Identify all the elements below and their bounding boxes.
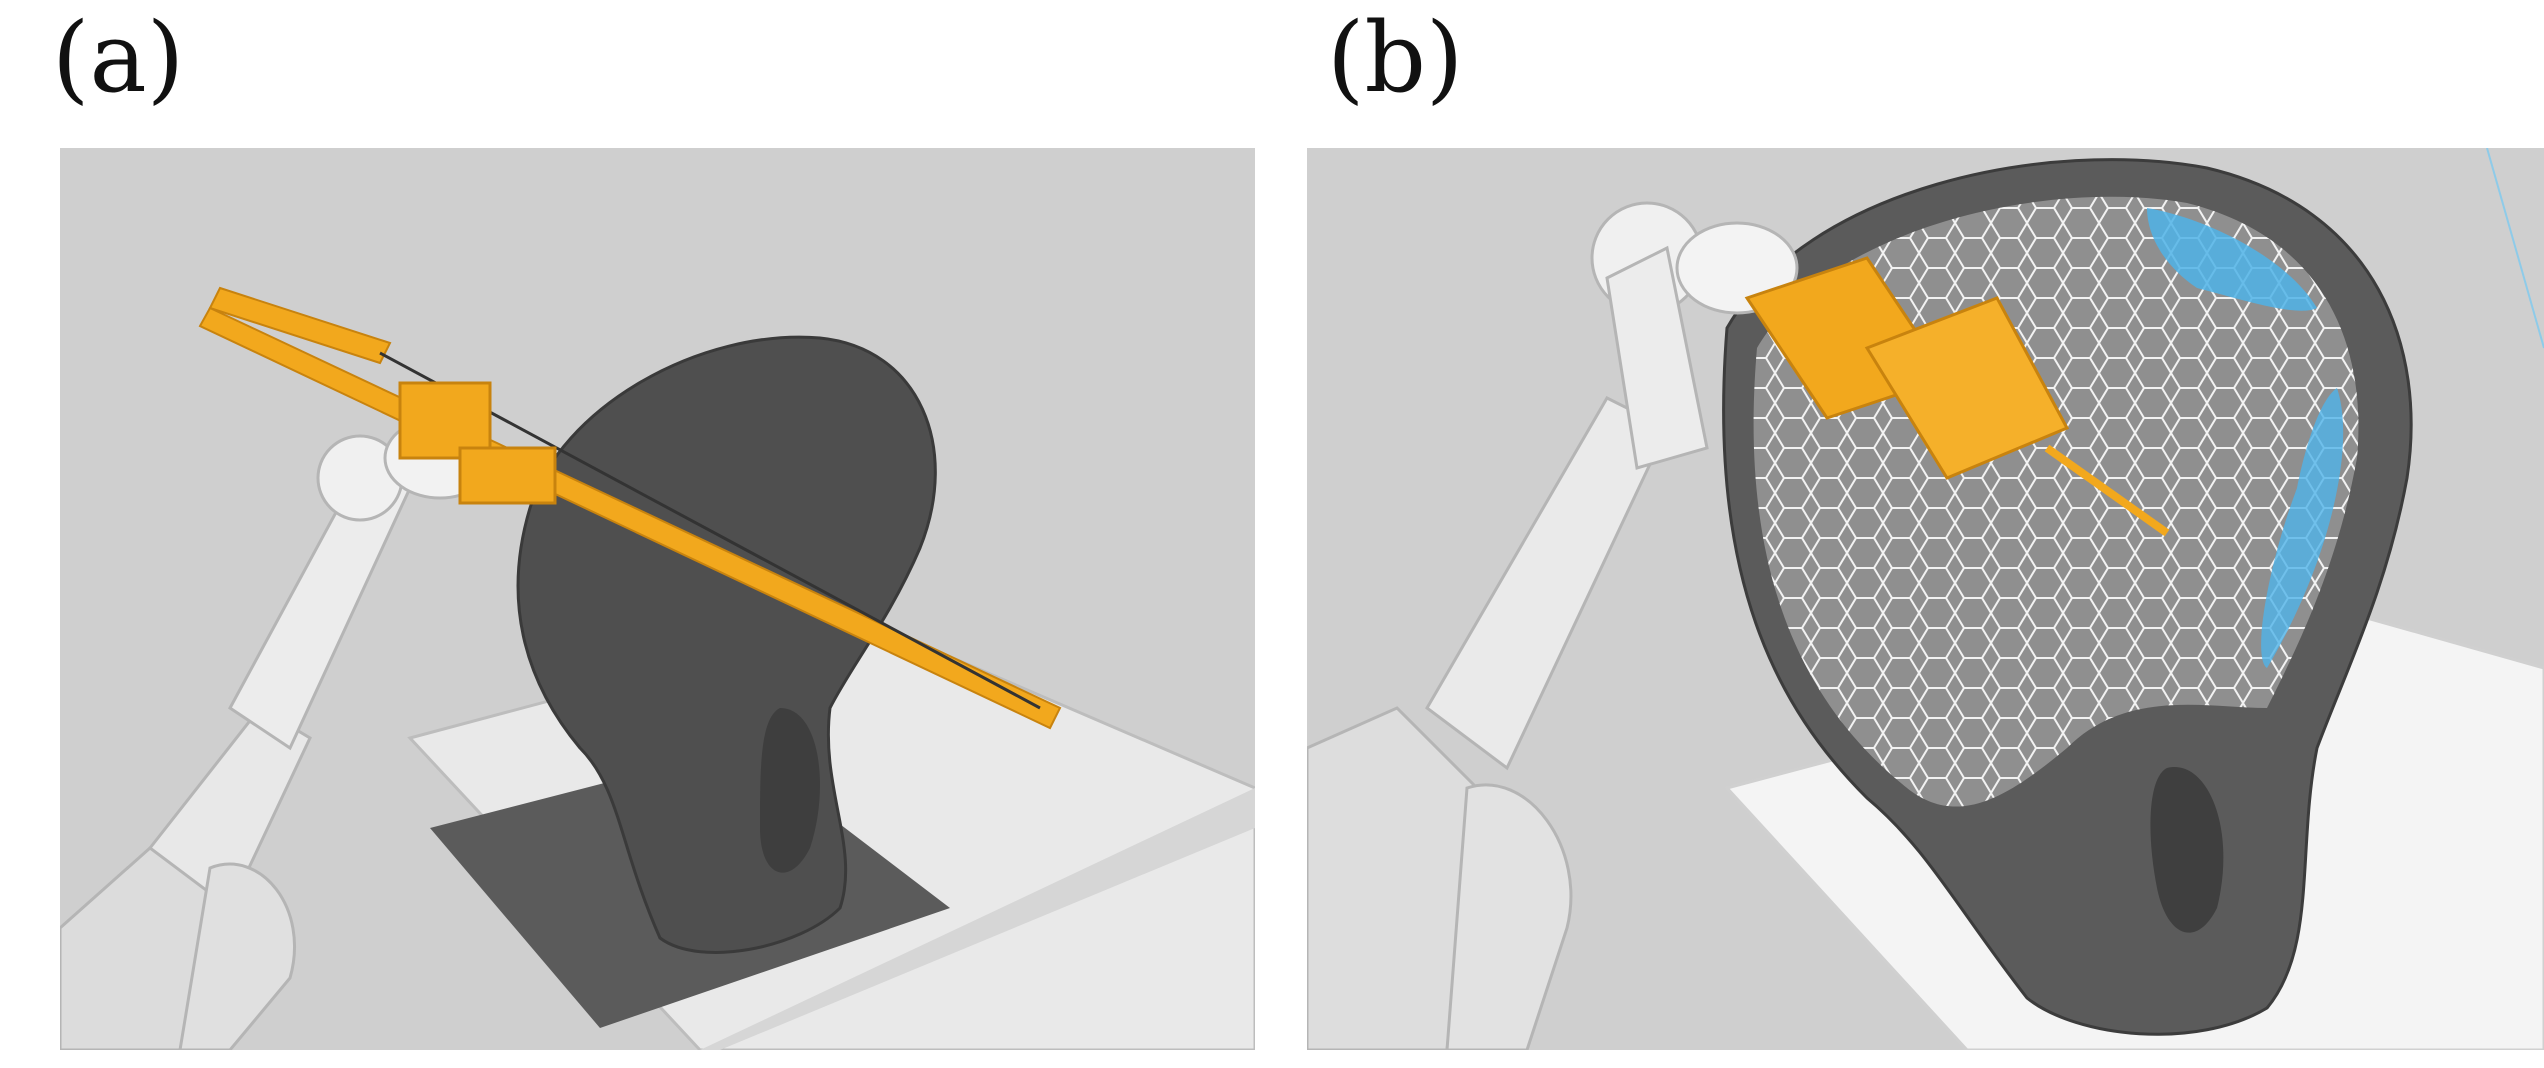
panel-a-image bbox=[60, 148, 1255, 1050]
panel-b-image bbox=[1307, 148, 2544, 1050]
mold-body bbox=[516, 335, 937, 954]
orange-tool bbox=[198, 286, 1062, 730]
printed-cells-top bbox=[2147, 208, 2317, 311]
panel-b-illustration bbox=[1307, 148, 2544, 1050]
panel-label-a: (a) bbox=[52, 2, 185, 114]
orange-print-head bbox=[1744, 256, 2170, 537]
work-table-edge bbox=[700, 788, 1255, 1050]
panel-label-b: (b) bbox=[1327, 2, 1464, 114]
reference-line bbox=[2486, 148, 2544, 349]
mold-cavity bbox=[2150, 767, 2224, 933]
panel-a-illustration bbox=[60, 148, 1255, 1050]
robot-arm bbox=[1307, 201, 1799, 1050]
printed-cells-edge bbox=[2261, 388, 2344, 668]
mold-cavity bbox=[760, 708, 820, 873]
